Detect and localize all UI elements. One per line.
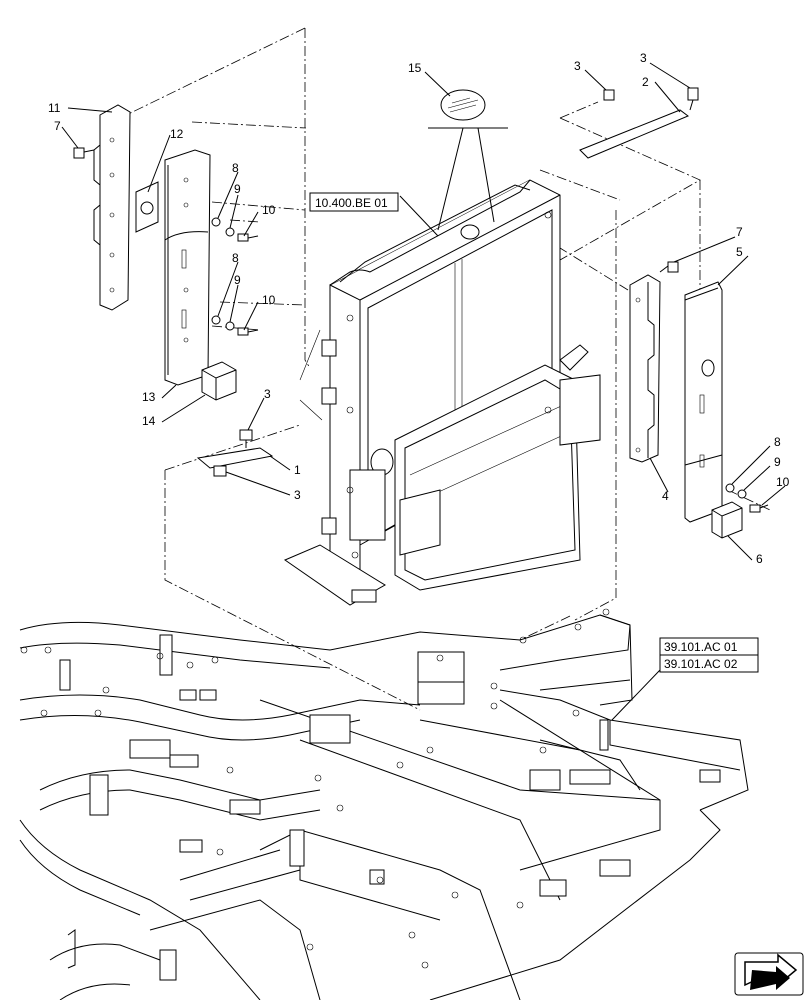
part-1-strap bbox=[196, 429, 274, 477]
callout-7-left: 7 bbox=[54, 119, 61, 133]
reference-radiator-label: 10.400.BE 01 bbox=[315, 196, 388, 210]
callout-9-middle: 9 bbox=[234, 273, 241, 287]
callout-7-right: 7 bbox=[736, 225, 743, 239]
callout-2: 2 bbox=[642, 75, 649, 89]
upper-frame-structure bbox=[19, 608, 749, 1000]
reference-frame-2-label: 39.101.AC 02 bbox=[664, 657, 738, 671]
callout-numbers: 11 7 12 8 9 10 8 9 10 13 14 3 1 3 15 3 3… bbox=[48, 51, 790, 566]
callout-8-middle: 8 bbox=[232, 251, 239, 265]
callout-9-right: 9 bbox=[774, 455, 781, 469]
callout-8-right: 8 bbox=[774, 435, 781, 449]
callout-13: 13 bbox=[142, 390, 156, 404]
part-15-decal bbox=[428, 89, 508, 231]
leader-lines bbox=[61, 62, 786, 721]
callout-6: 6 bbox=[756, 552, 763, 566]
fasteners-8-9-10-left bbox=[211, 217, 259, 336]
callout-5: 5 bbox=[736, 245, 743, 259]
callout-9-upper: 9 bbox=[234, 182, 241, 196]
callout-4: 4 bbox=[662, 489, 669, 503]
part-2-strap bbox=[579, 87, 699, 159]
callout-14: 14 bbox=[142, 414, 156, 428]
callout-10-right: 10 bbox=[776, 475, 790, 489]
part-14-pad bbox=[201, 361, 237, 401]
part-5-cover bbox=[684, 281, 723, 523]
callout-3-left-upper: 3 bbox=[264, 387, 271, 401]
callout-12: 12 bbox=[170, 127, 184, 141]
reference-frame-1-label: 39.101.AC 01 bbox=[664, 640, 738, 654]
callout-8-upper: 8 bbox=[232, 161, 239, 175]
part-7-bolt-left bbox=[73, 147, 95, 159]
part-4-bracket bbox=[629, 274, 661, 463]
part-13-cover bbox=[164, 149, 211, 386]
fasteners-8-9-10-right bbox=[725, 483, 769, 513]
callout-3-left-lower: 3 bbox=[294, 488, 301, 502]
callout-3-top-left: 3 bbox=[574, 59, 581, 73]
part-11-bracket bbox=[93, 104, 131, 311]
callout-1: 1 bbox=[294, 463, 301, 477]
next-page-arrow-icon[interactable] bbox=[734, 952, 804, 996]
part-7-bolt-right bbox=[659, 261, 679, 273]
part-6-pad bbox=[711, 501, 743, 539]
callout-15: 15 bbox=[408, 61, 422, 75]
part-12-seal bbox=[135, 181, 159, 233]
reference-radiator[interactable]: 10.400.BE 01 bbox=[309, 192, 399, 212]
callout-10-middle: 10 bbox=[262, 293, 276, 307]
callout-10-upper: 10 bbox=[262, 203, 276, 217]
reference-frame-2[interactable]: 39.101.AC 02 bbox=[659, 654, 759, 673]
radiator-assembly bbox=[283, 179, 601, 606]
reference-frame-1[interactable]: 39.101.AC 01 bbox=[659, 637, 759, 656]
callout-11: 11 bbox=[48, 101, 61, 115]
callout-3-top-right: 3 bbox=[640, 51, 647, 65]
